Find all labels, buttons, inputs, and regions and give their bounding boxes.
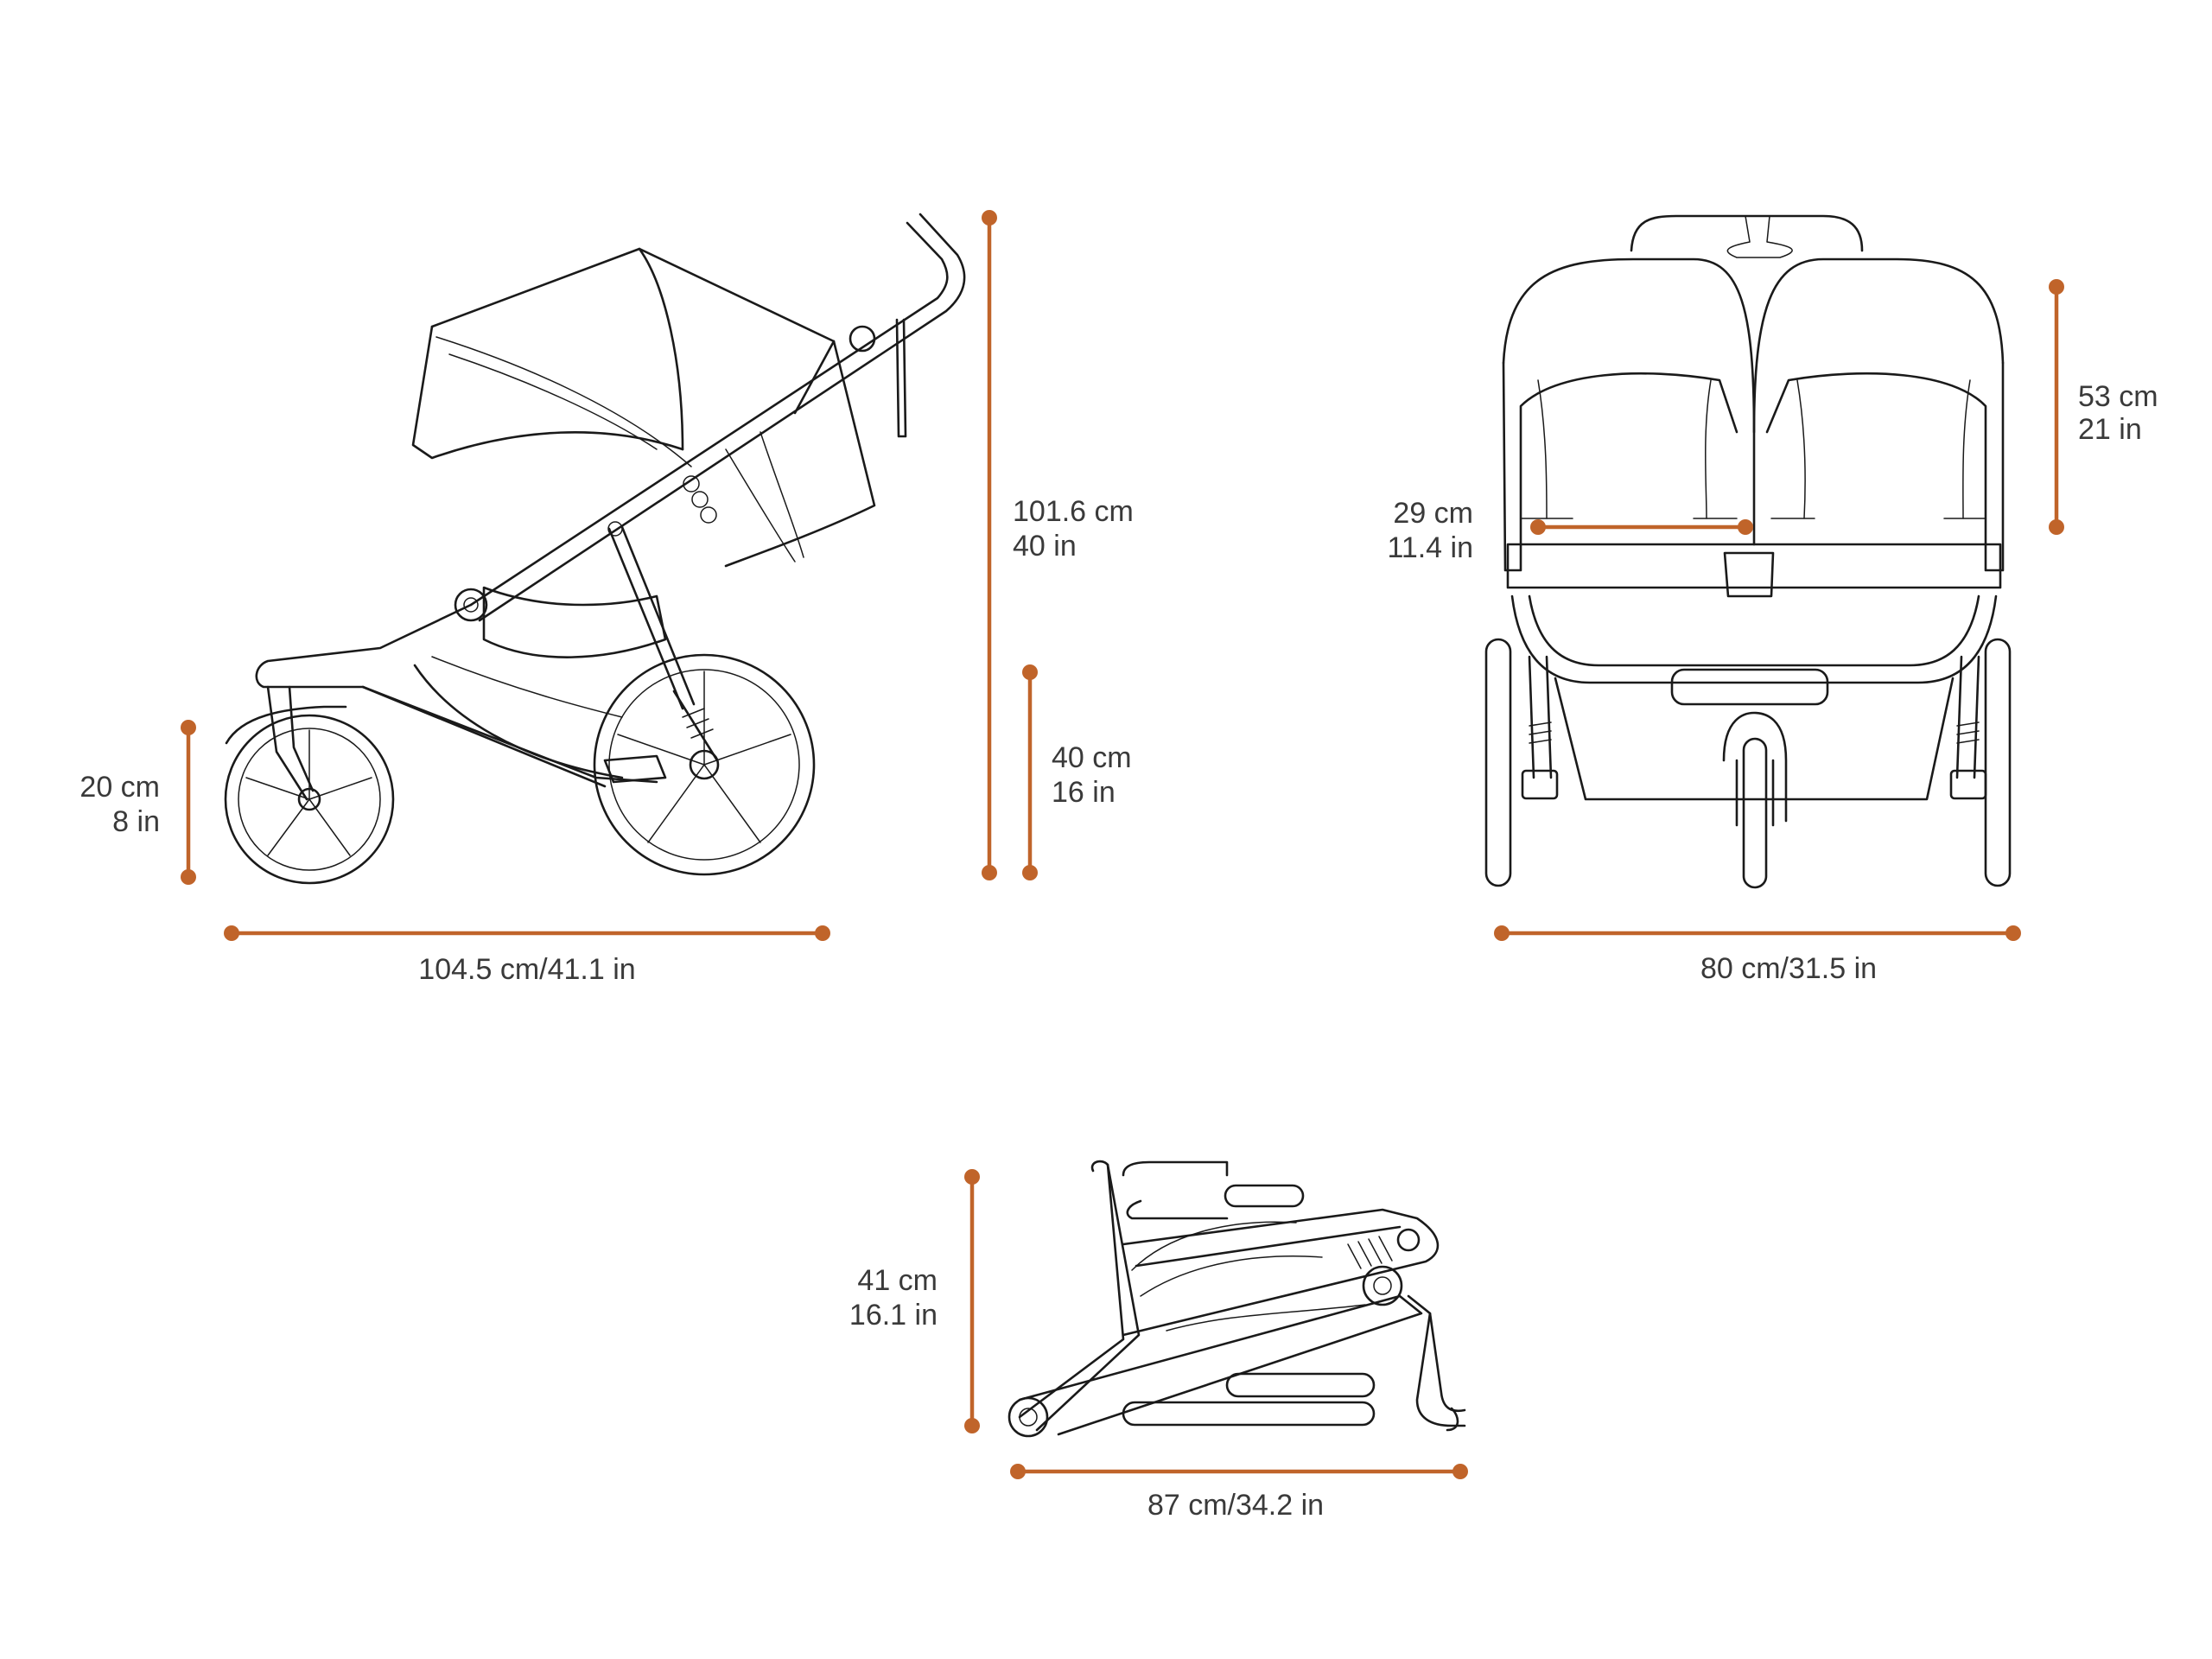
seat-height-dimension-line	[1022, 664, 1038, 880]
folded-height-cm-label: 41 cm	[857, 1264, 938, 1297]
dimension-lines	[181, 210, 2064, 1479]
folded-length-label: 87 cm/34.2 in	[1147, 1489, 1324, 1522]
side-length-dimension-line	[224, 925, 830, 941]
overall-height-dimension-line	[982, 210, 997, 880]
folded-height-dimension-line	[964, 1169, 980, 1433]
seat-height-in-label: 16 in	[1052, 776, 1116, 809]
seat-back-height-in-label: 21 in	[2078, 413, 2142, 446]
dimension-labels: 101.6 cm 40 in 40 cm 16 in 20 cm 8 in 10…	[79, 380, 2158, 1522]
overall-height-cm-label: 101.6 cm	[1013, 495, 1134, 528]
side-view-illustration	[224, 213, 966, 885]
folded-view-illustration	[1007, 1160, 1466, 1438]
seat-back-height-dimension-line	[2049, 279, 2064, 535]
front-wheel-dimension-line	[181, 720, 196, 885]
seat-width-in-label: 11.4 in	[1387, 531, 1473, 564]
side-length-label: 104.5 cm/41.1 in	[418, 953, 635, 986]
front-wheel-in-label: 8 in	[112, 805, 160, 838]
seat-back-height-cm-label: 53 cm	[2078, 380, 2158, 413]
front-width-label: 80 cm/31.5 in	[1700, 952, 1877, 985]
seat-height-cm-label: 40 cm	[1052, 741, 1132, 774]
folded-height-in-label: 16.1 in	[849, 1299, 938, 1332]
folded-length-dimension-line	[1010, 1464, 1468, 1479]
overall-height-in-label: 40 in	[1013, 530, 1077, 563]
front-wheel-cm-label: 20 cm	[79, 771, 160, 804]
seat-width-cm-label: 29 cm	[1393, 497, 1473, 530]
seat-width-dimension-line	[1530, 519, 1753, 535]
front-width-dimension-line	[1494, 925, 2021, 941]
front-view-illustration	[1484, 214, 2012, 889]
